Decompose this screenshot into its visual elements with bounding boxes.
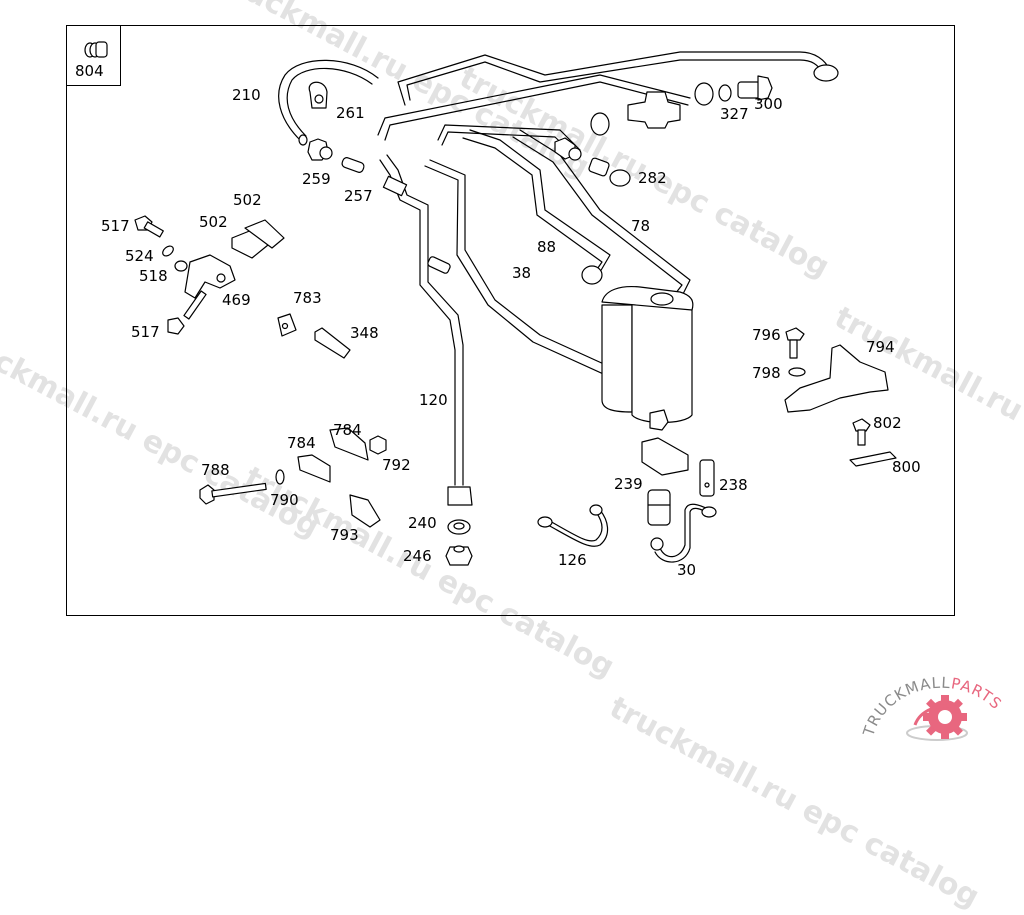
- washer-327[interactable]: [718, 84, 732, 102]
- washer-240[interactable]: [447, 519, 471, 535]
- bolt-796[interactable]: [785, 327, 805, 359]
- clamp-261[interactable]: [308, 81, 328, 109]
- fuel-filter[interactable]: [601, 285, 694, 431]
- clamp-784b[interactable]: [329, 427, 369, 461]
- bolt-517-top[interactable]: [134, 215, 164, 238]
- banjo-282[interactable]: [588, 157, 631, 187]
- label-261[interactable]: 261: [336, 104, 365, 122]
- gear-icon: [906, 695, 968, 741]
- label-796[interactable]: 796: [752, 326, 781, 344]
- label-30[interactable]: 30: [677, 561, 697, 579]
- label-282[interactable]: 282: [638, 169, 667, 187]
- tee-fitting[interactable]: [627, 91, 681, 129]
- label-783[interactable]: 783: [293, 289, 322, 307]
- label-517-bottom[interactable]: 517: [131, 323, 160, 341]
- clamp-502[interactable]: [231, 219, 285, 259]
- label-238[interactable]: 238: [719, 476, 748, 494]
- union-fitting[interactable]: [647, 489, 671, 526]
- label-517-top[interactable]: 517: [101, 217, 130, 235]
- label-784-right[interactable]: 784: [333, 421, 362, 439]
- nut-259[interactable]: [307, 138, 333, 161]
- fitting-238[interactable]: [699, 459, 715, 497]
- label-784-left[interactable]: 784: [287, 434, 316, 452]
- fitting-257[interactable]: [341, 157, 365, 174]
- label-798[interactable]: 798: [752, 364, 781, 382]
- label-348[interactable]: 348: [350, 324, 379, 342]
- label-469[interactable]: 469: [222, 291, 251, 309]
- plug-804-icon: [84, 41, 108, 58]
- nut-792[interactable]: [369, 435, 387, 455]
- label-239[interactable]: 239: [614, 475, 643, 493]
- label-792[interactable]: 792: [382, 456, 411, 474]
- label-259[interactable]: 259: [302, 170, 331, 188]
- hose-210[interactable]: [278, 59, 379, 146]
- label-88[interactable]: 88: [537, 238, 557, 256]
- label-788[interactable]: 788: [201, 461, 230, 479]
- label-210[interactable]: 210: [232, 86, 261, 104]
- label-300[interactable]: 300: [754, 95, 783, 113]
- pipe-fittings: [382, 64, 839, 506]
- label-502[interactable]: 502: [199, 213, 228, 231]
- label-518[interactable]: 518: [139, 267, 168, 285]
- label-790[interactable]: 790: [270, 491, 299, 509]
- label-502-top[interactable]: 502: [233, 191, 262, 209]
- banjo-bolt-300[interactable]: [737, 75, 773, 101]
- washer-518[interactable]: [174, 260, 188, 272]
- label-120[interactable]: 120: [419, 391, 448, 409]
- plate-800[interactable]: [849, 451, 897, 467]
- clamp-784a[interactable]: [297, 454, 331, 483]
- bolt-517-bottom[interactable]: [167, 290, 207, 335]
- label-246[interactable]: 246: [403, 547, 432, 565]
- diagram-frame: [66, 25, 955, 616]
- inset-label: 804: [75, 62, 104, 80]
- pipe-126[interactable]: [537, 504, 609, 547]
- label-802[interactable]: 802: [873, 414, 902, 432]
- bolt-788[interactable]: [199, 482, 267, 505]
- washer-524[interactable]: [161, 244, 175, 258]
- label-800[interactable]: 800: [892, 458, 921, 476]
- bracket-469[interactable]: [184, 254, 236, 299]
- label-793[interactable]: 793: [330, 526, 359, 544]
- plate-348[interactable]: [314, 327, 351, 359]
- pipe-30[interactable]: [650, 503, 717, 563]
- label-327[interactable]: 327: [720, 105, 749, 123]
- bolt-802[interactable]: [852, 418, 871, 446]
- washer-790[interactable]: [275, 469, 285, 485]
- label-126[interactable]: 126: [558, 551, 587, 569]
- parts-drawing: [84, 41, 897, 566]
- truckmall-parts-logo: TRUCKMALLPARTS: [859, 674, 1004, 741]
- inset-box: [66, 25, 121, 86]
- label-38[interactable]: 38: [512, 264, 532, 282]
- label-240[interactable]: 240: [408, 514, 437, 532]
- washer-798[interactable]: [788, 367, 806, 377]
- label-78[interactable]: 78: [631, 217, 651, 235]
- nut-246[interactable]: [445, 545, 473, 566]
- clip-783[interactable]: [277, 313, 297, 337]
- clip-793[interactable]: [349, 494, 381, 528]
- label-794[interactable]: 794: [866, 338, 895, 356]
- bracket-239[interactable]: [641, 437, 689, 476]
- bracket-794[interactable]: [784, 344, 889, 413]
- label-257[interactable]: 257: [344, 187, 373, 205]
- label-524[interactable]: 524: [125, 247, 154, 265]
